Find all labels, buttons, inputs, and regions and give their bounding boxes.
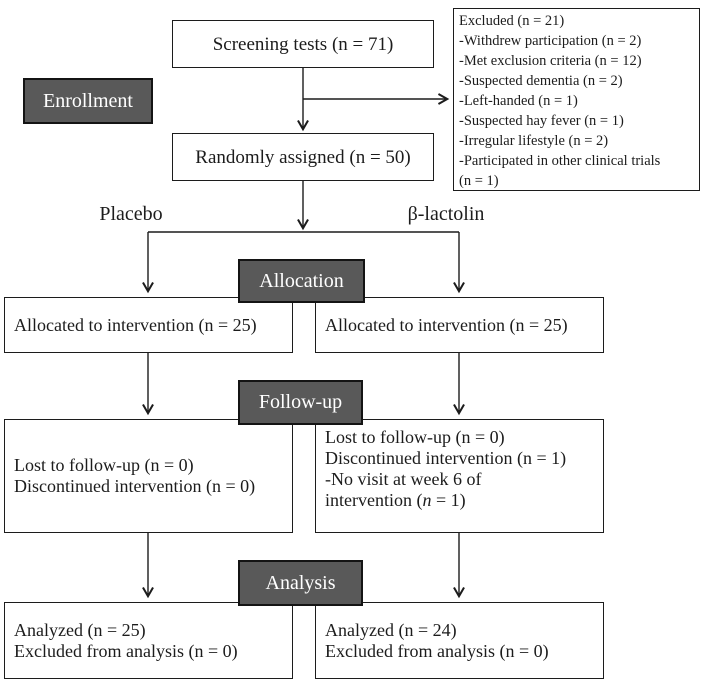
stage-label-followup-text: Follow-up: [258, 391, 343, 413]
analysis-left-box: Analyzed (n = 25) Excluded from analysis…: [4, 602, 293, 679]
stage-label-analysis: Analysis: [238, 560, 363, 606]
excluded-line: -Irregular lifestyle (n = 2): [459, 133, 609, 149]
excluded-box: Excluded (n = 21) -Withdrew participatio…: [453, 8, 700, 191]
excluded-line: -Left-handed (n = 1): [459, 93, 578, 109]
stage-label-allocation-text: Allocation: [259, 269, 344, 292]
allocated-right-box: Allocated to intervention (n = 25): [315, 297, 604, 353]
excluded-line: -Met exclusion criteria (n = 12): [459, 53, 642, 69]
followup-right-line: -No visit at week 6 of: [325, 469, 482, 489]
randomized-box: Randomly assigned (n = 50): [172, 133, 434, 181]
analysis-right-line: Analyzed (n = 24): [325, 619, 457, 640]
followup-right-last-post: = 1): [431, 490, 466, 510]
allocated-left-label: Allocated to intervention (n = 25): [14, 314, 257, 335]
analysis-right-line: Excluded from analysis (n = 0): [325, 640, 549, 661]
excluded-line: -Participated in other clinical trials: [459, 153, 661, 169]
stage-label-enrollment-text: Enrollment: [43, 89, 133, 112]
arm-label-placebo: Placebo: [99, 203, 163, 225]
screening-box-label: Screening tests (n = 71): [212, 33, 394, 55]
followup-right-last-line: intervention (n = 1): [325, 490, 599, 511]
randomized-box-label: Randomly assigned (n = 50): [195, 146, 411, 168]
screening-box: Screening tests (n = 71): [172, 20, 434, 68]
stage-label-analysis-text: Analysis: [265, 571, 336, 594]
stage-label-allocation: Allocation: [238, 259, 365, 303]
analysis-right-box: Analyzed (n = 24) Excluded from analysis…: [315, 602, 604, 679]
followup-left-line: Discontinued intervention (n = 0): [14, 476, 256, 496]
followup-right-box: Lost to follow-up (n = 0) Discontinued i…: [315, 419, 604, 533]
followup-left-box: Lost to follow-up (n = 0) Discontinued i…: [4, 419, 293, 533]
stage-label-enrollment: Enrollment: [23, 78, 153, 124]
allocated-left-box: Allocated to intervention (n = 25): [4, 297, 293, 353]
analysis-left-line: Excluded from analysis (n = 0): [14, 640, 238, 661]
arm-label-beta-lactolin: β-lactolin: [407, 203, 485, 225]
excluded-line: -Withdrew participation (n = 2): [459, 33, 642, 49]
analysis-left-line: Analyzed (n = 25): [14, 619, 146, 640]
followup-right-last-n: n: [422, 490, 432, 510]
stage-label-followup: Follow-up: [238, 380, 363, 425]
excluded-line: (n = 1): [459, 173, 499, 189]
followup-right-line: Discontinued intervention (n = 1): [325, 448, 567, 468]
excluded-line: Excluded (n = 21): [459, 13, 565, 29]
followup-right-last-pre: intervention (: [325, 490, 423, 510]
excluded-line: -Suspected dementia (n = 2): [459, 73, 623, 89]
allocated-right-label: Allocated to intervention (n = 25): [325, 314, 568, 335]
followup-right-line: Lost to follow-up (n = 0): [325, 427, 505, 447]
followup-left-line: Lost to follow-up (n = 0): [14, 455, 194, 475]
excluded-line: -Suspected hay fever (n = 1): [459, 113, 624, 129]
